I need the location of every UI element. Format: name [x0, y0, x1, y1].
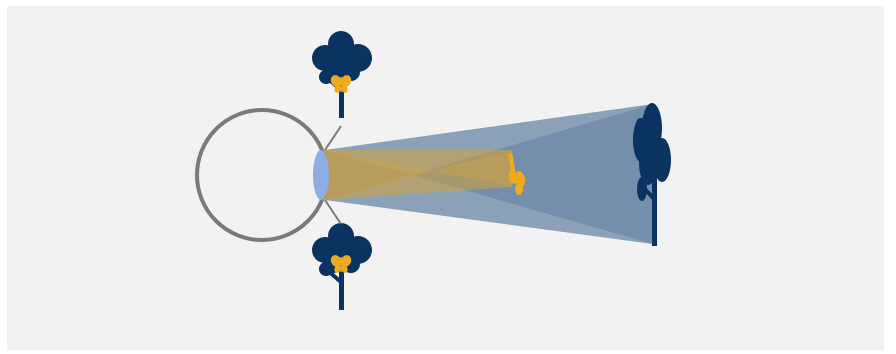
lens-icon — [313, 150, 329, 200]
